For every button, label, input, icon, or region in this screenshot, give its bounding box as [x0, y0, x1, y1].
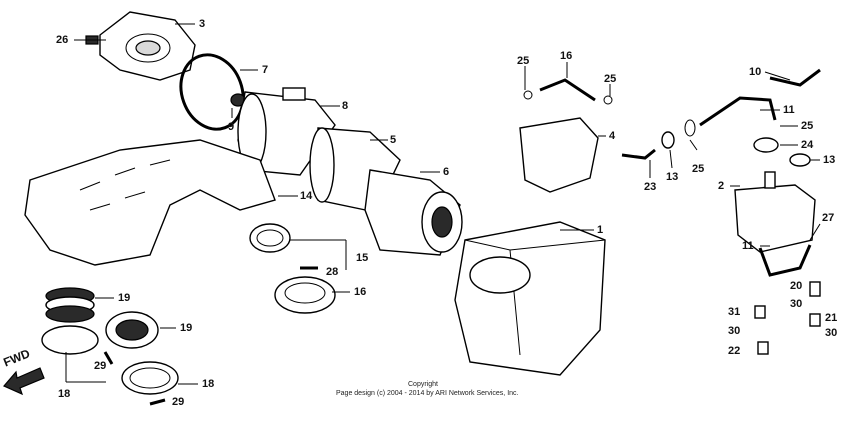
- gasket-25-part[interactable]: [684, 119, 696, 137]
- copyright-line1: Copyright: [408, 381, 438, 388]
- clamp-band-part[interactable]: [249, 223, 291, 253]
- callout-30-c: 30: [825, 327, 838, 339]
- callout-21: 21: [825, 312, 838, 324]
- clamp-left-part[interactable]: [41, 325, 99, 355]
- breather-tube-part[interactable]: [699, 96, 777, 127]
- pre-cleaner-part[interactable]: [364, 169, 463, 256]
- callout-15: 14: [300, 190, 313, 202]
- callout-25-b: 25: [604, 73, 617, 85]
- callout-26: 26: [56, 34, 69, 46]
- clip-part-2[interactable]: [603, 95, 613, 105]
- callout-25-d: 25: [801, 120, 814, 132]
- intake-duct-part[interactable]: [24, 139, 276, 266]
- callout-31: 31: [728, 306, 741, 318]
- callout-10: 10: [749, 66, 762, 78]
- boot-lower-part[interactable]: [105, 311, 159, 349]
- callout-3: 3: [199, 18, 206, 30]
- bolt-22-part[interactable]: [757, 341, 769, 355]
- forward-arrow-icon: [3, 367, 45, 396]
- screw-small-part[interactable]: [103, 351, 114, 365]
- plug-21-part[interactable]: [809, 313, 821, 327]
- cover-plate-part[interactable]: [99, 11, 196, 81]
- callout-18-left: 18: [58, 388, 71, 400]
- callout-8: 8: [342, 100, 349, 112]
- callout-25-a: 25: [517, 55, 530, 67]
- grommet-part-2[interactable]: [789, 153, 811, 167]
- drain-tube-part[interactable]: [758, 244, 812, 277]
- callout-7: 7: [262, 64, 269, 76]
- clip-part[interactable]: [523, 90, 533, 100]
- callout-2: 2: [718, 180, 725, 192]
- breather-tank-part[interactable]: [734, 171, 816, 253]
- callout-19-lower: 19: [180, 322, 193, 334]
- leader-lines: [65, 23, 821, 385]
- callout-16: 15: [356, 252, 369, 264]
- callout-30-a: 30: [790, 298, 803, 310]
- boot-part[interactable]: [274, 276, 336, 314]
- grommet-13-part[interactable]: [661, 131, 675, 149]
- callout-22: 22: [728, 345, 741, 357]
- bellows-part[interactable]: [45, 287, 95, 323]
- band-ring-part[interactable]: [171, 46, 253, 138]
- callout-23: 23: [644, 181, 657, 193]
- callout-6: 6: [443, 166, 450, 178]
- callout-11: 11: [742, 240, 754, 252]
- callout-19-upper: 19: [118, 292, 131, 304]
- callout-18-right: 18: [202, 378, 215, 390]
- callout-17: 16: [354, 286, 367, 298]
- plug-31-part[interactable]: [754, 305, 766, 319]
- callout-13-b: 13: [823, 154, 836, 166]
- callout-5: 5: [390, 134, 397, 146]
- breather-bracket-part[interactable]: [769, 68, 821, 87]
- drain-plug-part[interactable]: [809, 281, 821, 297]
- inner-duct-part[interactable]: [519, 117, 599, 193]
- callout-24: 24: [801, 139, 814, 151]
- callout-29-lower: 29: [172, 396, 185, 408]
- cap-part[interactable]: [753, 137, 779, 153]
- callout-4: 4: [609, 130, 616, 142]
- callout-12: 11: [783, 104, 795, 116]
- screw-small-lower-part[interactable]: [149, 398, 166, 406]
- callout-25-c: 25: [692, 163, 705, 175]
- callout-20: 20: [790, 280, 803, 292]
- clamp-right-part[interactable]: [121, 361, 179, 395]
- callout-28: 28: [326, 266, 339, 278]
- air-case-part[interactable]: [454, 221, 606, 376]
- hose-part[interactable]: [539, 78, 596, 102]
- callout-30-b: 30: [728, 325, 741, 337]
- callout-29-upper: 29: [94, 360, 107, 372]
- callout-27: 27: [822, 212, 835, 224]
- callout-14: 16: [560, 50, 573, 62]
- copyright-line2: Page design (c) 2004 - 2014 by ARI Netwo…: [336, 390, 519, 397]
- callout-13-a: 13: [666, 171, 679, 183]
- callout-1: 1: [597, 224, 604, 236]
- elbow-part[interactable]: [621, 148, 656, 160]
- callout-9: 9: [228, 121, 235, 133]
